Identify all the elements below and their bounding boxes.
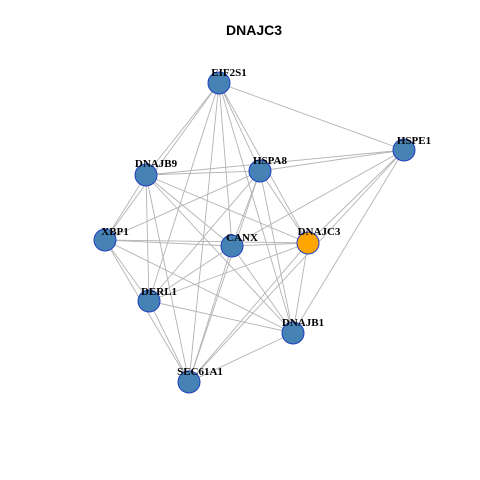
node-derl1[interactable] [137, 289, 161, 313]
edge-layer [104, 82, 405, 383]
edge-xbp1-dnajc3 [104, 239, 309, 244]
node-xbp1[interactable] [93, 228, 117, 252]
node-label-hspa8: HSPA8 [253, 155, 288, 167]
edge-hspa8-sec61a1 [188, 170, 261, 383]
edge-canx-sec61a1 [188, 245, 233, 383]
edge-canx-dnajb1 [231, 245, 294, 334]
edge-canx-dnajc3 [231, 242, 309, 247]
node-eif2s1[interactable] [207, 71, 231, 95]
edge-dnajb9-xbp1 [104, 174, 147, 241]
edge-dnajb9-derl1 [145, 174, 150, 302]
edge-hspe1-dnajc3 [307, 149, 405, 244]
edge-hspe1-dnajb1 [292, 149, 405, 334]
node-label-hspe1: HSPE1 [397, 135, 431, 147]
edge-dnajc3-derl1 [148, 242, 309, 302]
edge-hspa8-xbp1 [104, 170, 261, 241]
diagram-title: DNAJC3 [226, 22, 282, 38]
edge-hspe1-sec61a1 [188, 149, 405, 383]
edge-eif2s1-dnajb9 [145, 82, 220, 176]
edge-eif2s1-hspa8 [218, 82, 261, 172]
edge-eif2s1-hspe1 [218, 82, 405, 151]
node-label-dnajb1: DNAJB1 [282, 317, 324, 329]
node-dnajb1[interactable] [281, 321, 305, 345]
node-label-sec61a1: SEC61A1 [177, 366, 223, 378]
edge-dnajb9-canx [145, 174, 233, 247]
edge-hspe1-canx [231, 149, 405, 247]
edge-eif2s1-xbp1 [104, 82, 220, 241]
edge-dnajb9-sec61a1 [145, 174, 190, 383]
edge-derl1-sec61a1 [148, 300, 190, 383]
node-hspa8[interactable] [248, 159, 272, 183]
edge-eif2s1-canx [218, 82, 233, 247]
edge-hspa8-dnajb1 [259, 170, 294, 334]
node-label-dnajb9: DNAJB9 [135, 158, 178, 170]
edge-hspa8-derl1 [148, 170, 261, 302]
edge-hspa8-dnajc3 [259, 170, 309, 244]
edge-hspe1-dnajb9 [145, 149, 405, 176]
node-label-derl1: DERL1 [141, 286, 177, 298]
edge-eif2s1-derl1 [148, 82, 220, 302]
edge-eif2s1-dnajb1 [218, 82, 294, 334]
edge-canx-derl1 [148, 245, 233, 302]
edge-dnajb9-hspa8 [145, 170, 261, 176]
edge-xbp1-dnajb1 [104, 239, 294, 334]
edge-dnajc3-dnajb1 [292, 242, 309, 334]
node-hspe1[interactable] [392, 138, 416, 162]
edge-dnajb1-sec61a1 [188, 332, 294, 383]
node-dnajc3[interactable] [296, 231, 320, 255]
edge-eif2s1-sec61a1 [188, 82, 220, 383]
edge-xbp1-derl1 [104, 239, 150, 302]
edge-hspe1-hspa8 [259, 149, 405, 172]
node-sec61a1[interactable] [177, 370, 201, 394]
node-label-eif2s1: EIF2S1 [211, 67, 246, 79]
node-label-dnajc3: DNAJC3 [298, 226, 341, 238]
node-layer [93, 71, 416, 394]
node-label-canx: CANX [226, 232, 258, 244]
node-dnajb9[interactable] [134, 163, 158, 187]
edge-derl1-dnajb1 [148, 300, 294, 334]
edge-xbp1-canx [104, 239, 233, 247]
node-canx[interactable] [220, 234, 244, 258]
edge-dnajc3-sec61a1 [188, 242, 309, 383]
node-label-xbp1: XBP1 [101, 226, 129, 238]
